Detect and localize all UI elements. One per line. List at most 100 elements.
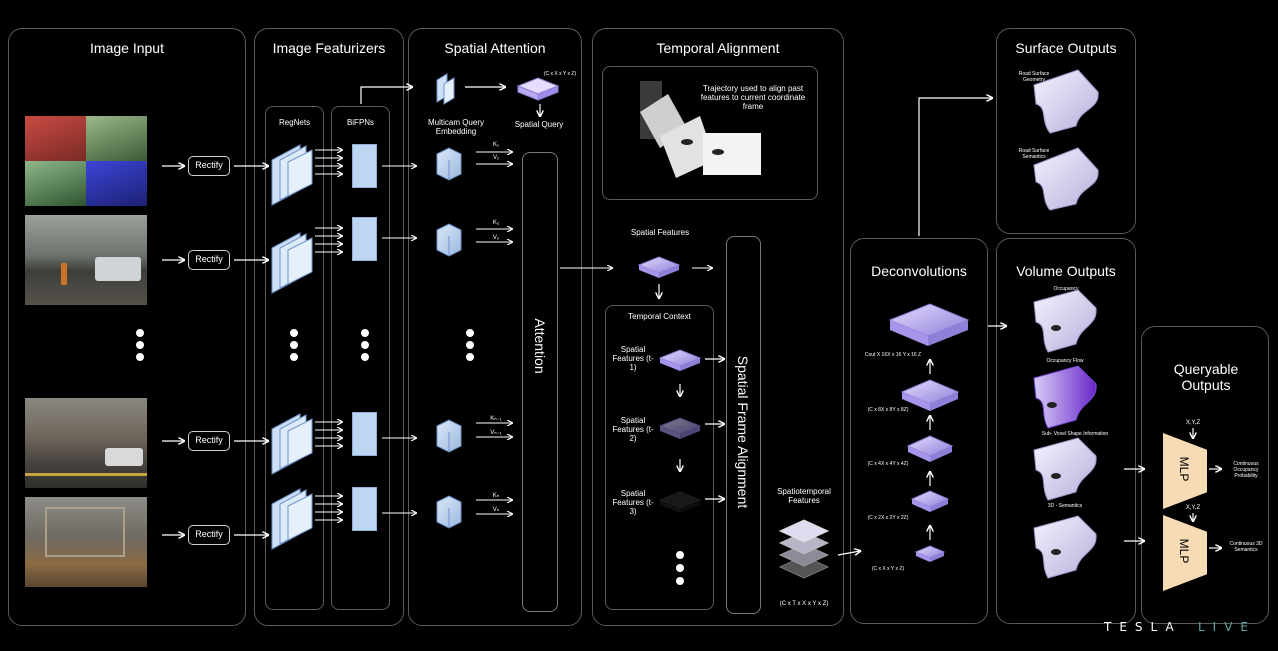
spatial-query-label: Spatial Query bbox=[514, 120, 564, 129]
ellipsis-dot bbox=[290, 329, 298, 337]
bifpn-block bbox=[352, 217, 377, 261]
spatiotemporal-dims: (C x T x X x Y x Z) bbox=[779, 601, 829, 607]
continuous-semantics-label: Continuous 3D Semantics bbox=[1229, 541, 1263, 553]
ellipsis-dot bbox=[361, 329, 369, 337]
deconv-dims-label: Cout X 16X x 16 Y x 16 Z bbox=[864, 352, 922, 358]
spatial-features-t2-label: Spatial Features (t-2) bbox=[612, 416, 654, 443]
ellipsis-dot bbox=[676, 551, 684, 559]
queryable-outputs-panel: Queryable Outputs bbox=[1141, 326, 1269, 624]
k-label: K₁ bbox=[492, 142, 500, 148]
ellipsis-dot bbox=[466, 329, 474, 337]
spatial-query-dims: (C x X x Y x Z) bbox=[543, 71, 577, 77]
road-surface-semantics-shape bbox=[1033, 147, 1099, 211]
ellipsis-dot bbox=[361, 353, 369, 361]
deconvolutions-title: Deconvolutions bbox=[871, 263, 967, 279]
ellipsis-dot bbox=[290, 353, 298, 361]
spatial-query-cube bbox=[516, 77, 560, 101]
spatial-frame-alignment-block bbox=[726, 236, 761, 614]
image-input-title: Image Input bbox=[90, 40, 164, 56]
road-geometry-label: Road Surface Geometry bbox=[1018, 71, 1050, 83]
attention-block bbox=[522, 152, 558, 612]
deconvolutions-panel: Deconvolutions bbox=[850, 238, 988, 624]
key-value-cube bbox=[436, 495, 462, 529]
temporal-alignment-panel: Temporal Alignment bbox=[592, 28, 844, 626]
regnet-stack bbox=[271, 488, 313, 550]
deconv-dims-label: (C x 8X x 8Y x 8Z) bbox=[867, 407, 909, 413]
sub-voxel-shape bbox=[1033, 437, 1097, 501]
image-featurizers-panel: Image Featurizers bbox=[254, 28, 404, 626]
surface-outputs-panel: Surface Outputs bbox=[996, 28, 1136, 234]
ellipsis-dot bbox=[136, 329, 144, 337]
v-label: V₂ bbox=[492, 235, 500, 241]
trajectory-caption: Trajectory used to align past features t… bbox=[700, 84, 806, 111]
rectify-button: Rectify bbox=[188, 156, 230, 176]
temporal-context-box bbox=[605, 305, 714, 610]
bifpn-block bbox=[352, 412, 377, 456]
camera-image-4 bbox=[25, 497, 147, 587]
deconv-cube bbox=[888, 303, 970, 346]
semantics-3d-shape bbox=[1033, 515, 1097, 579]
bifpn-block bbox=[352, 487, 377, 531]
temporal-alignment-title: Temporal Alignment bbox=[656, 40, 780, 56]
live-logo: LIVE bbox=[1198, 620, 1257, 634]
k-label: Kₙ₋₁ bbox=[490, 416, 502, 422]
semantics-3d-label: 3D - Semantics bbox=[1047, 503, 1083, 509]
ellipsis-dot bbox=[466, 341, 474, 349]
xyz-label: X,Y,Z bbox=[1185, 420, 1201, 426]
temporal-context-label: Temporal Context bbox=[628, 312, 691, 321]
regnet-stack bbox=[271, 413, 313, 475]
multicam-query-label: Multicam Query Embedding bbox=[427, 118, 484, 136]
deconv-dims-label: (C x 2X x 2Y x 2Z) bbox=[867, 515, 909, 521]
v-label: V₁ bbox=[492, 155, 500, 161]
queryable-outputs-title: Queryable Outputs bbox=[1173, 361, 1239, 393]
subvoxel-label: Sub- Voxel Shape Information bbox=[1041, 431, 1109, 437]
deconv-cube bbox=[900, 379, 960, 411]
v-label: Vₙ₋₁ bbox=[490, 430, 502, 436]
deconv-cube bbox=[910, 490, 950, 512]
rectify-button: Rectify bbox=[188, 250, 230, 270]
volume-outputs-panel: Volume Outputs bbox=[996, 238, 1136, 624]
ellipsis-dot bbox=[290, 341, 298, 349]
surface-outputs-title: Surface Outputs bbox=[1015, 40, 1117, 56]
camera-image-2 bbox=[25, 215, 147, 305]
spatial-features-t3-tile bbox=[658, 491, 702, 513]
tesla-logo: TESLA bbox=[1104, 620, 1182, 634]
ellipsis-dot bbox=[466, 353, 474, 361]
bifpns-label: BiFPNs bbox=[346, 118, 375, 127]
key-value-cube bbox=[436, 419, 462, 453]
rectify-button: Rectify bbox=[188, 525, 230, 545]
regnets-box bbox=[265, 106, 324, 610]
ellipsis-dot bbox=[136, 353, 144, 361]
multicam-query-embedding bbox=[436, 73, 455, 105]
camera-image-3 bbox=[25, 398, 147, 488]
spatial-attention-panel: Spatial Attention bbox=[408, 28, 582, 626]
ellipsis-dot bbox=[676, 577, 684, 585]
deconv-cube bbox=[914, 545, 946, 562]
deconv-dims-label: (C x 4X x 4Y x 4Z) bbox=[867, 461, 909, 467]
spatial-attention-title: Spatial Attention bbox=[444, 40, 546, 56]
occupancy-label: Occupancy bbox=[1053, 286, 1079, 292]
spatiotemporal-stack bbox=[778, 519, 830, 579]
camera-image-1 bbox=[25, 116, 147, 206]
regnet-stack bbox=[271, 144, 313, 206]
image-featurizers-title: Image Featurizers bbox=[272, 40, 386, 56]
k-label: Kₙ bbox=[492, 493, 500, 499]
spatial-features-t2-tile bbox=[658, 417, 702, 439]
k-label: K₂ bbox=[492, 220, 500, 226]
deconv-dims-label: (C x X x Y x Z) bbox=[871, 566, 905, 572]
spatial-features-t3-label: Spatial Features (t-3) bbox=[612, 489, 654, 516]
volume-outputs-title: Volume Outputs bbox=[1016, 263, 1116, 279]
key-value-cube bbox=[436, 147, 462, 181]
ellipsis-dot bbox=[136, 341, 144, 349]
road-surface-geometry-shape bbox=[1033, 69, 1099, 134]
trajectory-box bbox=[602, 66, 818, 200]
spatiotemporal-label: Spatiotemporal Features bbox=[777, 487, 831, 505]
bifpns-box bbox=[331, 106, 390, 610]
image-input-panel: Image Input bbox=[8, 28, 246, 626]
road-semantics-label: Road Surface Semantics bbox=[1018, 148, 1050, 160]
spatial-features-tile bbox=[637, 256, 681, 278]
trajectory-illustration bbox=[640, 81, 761, 178]
regnets-label: RegNets bbox=[278, 118, 311, 127]
occupancy-flow-label: Occupancy Flow bbox=[1046, 358, 1084, 364]
